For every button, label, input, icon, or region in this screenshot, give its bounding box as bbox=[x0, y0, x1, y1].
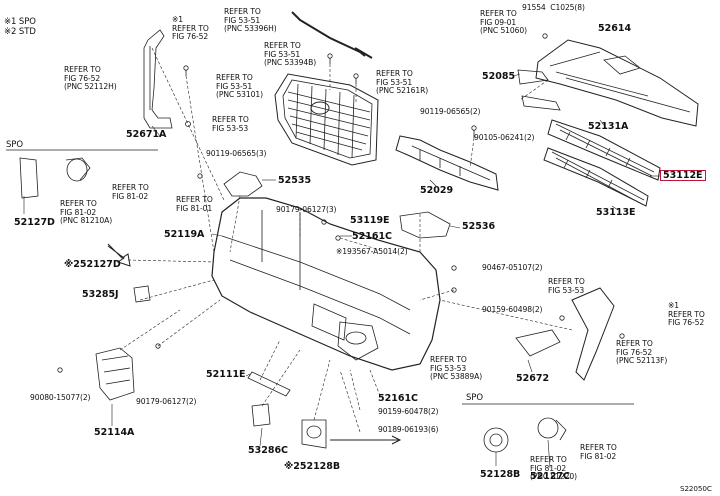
part-52114A[interactable]: 52114A bbox=[94, 427, 135, 438]
lower-grille-drawing bbox=[543, 119, 661, 207]
ref-fig-53-51-b[interactable]: REFER TO FIG 53-51 (PNC 53394B) bbox=[264, 41, 317, 68]
part-52128B[interactable]: 52128B bbox=[480, 469, 521, 480]
part-52127D-note[interactable]: ※252127D bbox=[64, 259, 121, 270]
ref-fig-76-52-top[interactable]: ※1 REFER TO FIG 76-52 bbox=[172, 15, 209, 42]
part-90179-06127-2[interactable]: 90179-06127(2) bbox=[136, 397, 197, 406]
part-52161C-a[interactable]: 52161C bbox=[352, 231, 393, 242]
ref-fig-76-52-right[interactable]: ※1 REFER TO FIG 76-52 bbox=[668, 301, 705, 328]
part-90467-05107[interactable]: 90467-05107(2) bbox=[482, 263, 543, 272]
part-90159-60498[interactable]: 90159-60498(2) bbox=[482, 305, 543, 314]
part-52111E[interactable]: 52111E bbox=[206, 369, 246, 380]
diagram-code: S22050C bbox=[680, 484, 712, 493]
part-52127D[interactable]: 52127D bbox=[14, 217, 55, 228]
part-52672[interactable]: 52672 bbox=[516, 373, 550, 384]
part-52119A[interactable]: 52119A bbox=[164, 229, 205, 240]
ref-fig-09-01[interactable]: REFER TO FIG 09-01 (PNC 51060) bbox=[480, 9, 527, 36]
part-52127C[interactable]: 52127C bbox=[530, 471, 571, 482]
part-90105-06241[interactable]: 90105-06241(2) bbox=[474, 133, 535, 142]
ref-fig-81-02-spo-a[interactable]: REFER TO FIG 81-02 (PNC 81210A) bbox=[60, 199, 113, 226]
bumper-cover-drawing bbox=[211, 197, 441, 371]
ref-fig-81-02-br-a[interactable]: REFER TO FIG 81-02 (PNC 81220) bbox=[530, 455, 577, 482]
part-90119-06565-2[interactable]: 90119-06565(2) bbox=[420, 107, 481, 116]
part-90189-06193[interactable]: 90189-06193(6) bbox=[378, 425, 439, 434]
bumper-reinforcement-drawing bbox=[517, 33, 699, 127]
part-52161C-b[interactable]: 52161C bbox=[378, 393, 419, 404]
legend-std: ※2 STD bbox=[4, 27, 36, 37]
ref-fig-76-52-left[interactable]: REFER TO FIG 76-52 (PNC 52112H) bbox=[64, 65, 117, 92]
part-52128B-note[interactable]: ※252128B bbox=[284, 461, 341, 472]
part-90179-06127-3[interactable]: 90179-06127(3) bbox=[276, 205, 337, 214]
part-53286C[interactable]: 53286C bbox=[248, 445, 289, 456]
part-52614[interactable]: 52614 bbox=[598, 23, 632, 34]
radiator-grille-drawing bbox=[274, 73, 379, 166]
part-52535[interactable]: 52535 bbox=[278, 175, 312, 186]
ref-fig-53-53-right[interactable]: REFER TO FIG 53-53 bbox=[548, 277, 585, 295]
part-90080-15077[interactable]: 90080-15077(2) bbox=[30, 393, 91, 402]
ref-fig-53-53-mid[interactable]: REFER TO FIG 53-53 bbox=[212, 115, 249, 133]
part-90119-06565-3[interactable]: 90119-06565(3) bbox=[206, 149, 267, 158]
ref-fig-76-52-right-2[interactable]: REFER TO FIG 76-52 (PNC 52113F) bbox=[616, 339, 668, 366]
ref-fig-81-02-spo-b[interactable]: REFER TO FIG 81-02 bbox=[112, 183, 149, 201]
ref-fig-53-53-bottom[interactable]: REFER TO FIG 53-53 (PNC 53889A) bbox=[430, 355, 483, 382]
part-52029[interactable]: 52029 bbox=[420, 185, 454, 196]
part-53113E[interactable]: 53113E bbox=[596, 207, 636, 218]
spo-label-left: SPO bbox=[6, 140, 23, 150]
part-53112E-highlighted[interactable]: 53112E bbox=[660, 170, 706, 181]
left-retainer-drawing bbox=[143, 29, 191, 129]
part-91554[interactable]: 91554 C1025(8) bbox=[522, 3, 585, 12]
part-52671A[interactable]: 52671A bbox=[126, 129, 167, 140]
part-93567-A5014[interactable]: ※193567-A5014(2) bbox=[336, 247, 408, 256]
spo-label-right: SPO bbox=[466, 393, 483, 403]
ref-fig-53-51-a[interactable]: REFER TO FIG 53-51 (PNC 53396H) bbox=[224, 7, 277, 34]
part-52536[interactable]: 52536 bbox=[462, 221, 496, 232]
ref-fig-81-01[interactable]: REFER TO FIG 81-01 bbox=[176, 195, 213, 213]
ref-fig-53-51-c[interactable]: REFER TO FIG 53-51 (PNC 53101) bbox=[216, 73, 263, 100]
part-53285J[interactable]: 53285J bbox=[82, 289, 119, 300]
part-52131A[interactable]: 52131A bbox=[588, 121, 629, 132]
ref-fig-81-02-br-b[interactable]: REFER TO FIG 81-02 bbox=[580, 443, 617, 461]
part-52085[interactable]: 52085 bbox=[482, 71, 516, 82]
ref-fig-53-51-d[interactable]: REFER TO FIG 53-51 (PNC 52161R) bbox=[376, 69, 429, 96]
part-53119E[interactable]: 53119E bbox=[350, 215, 390, 226]
legend-spo: ※1 SPO bbox=[4, 17, 36, 27]
part-90159-60478[interactable]: 90159-60478(2) bbox=[378, 407, 439, 416]
